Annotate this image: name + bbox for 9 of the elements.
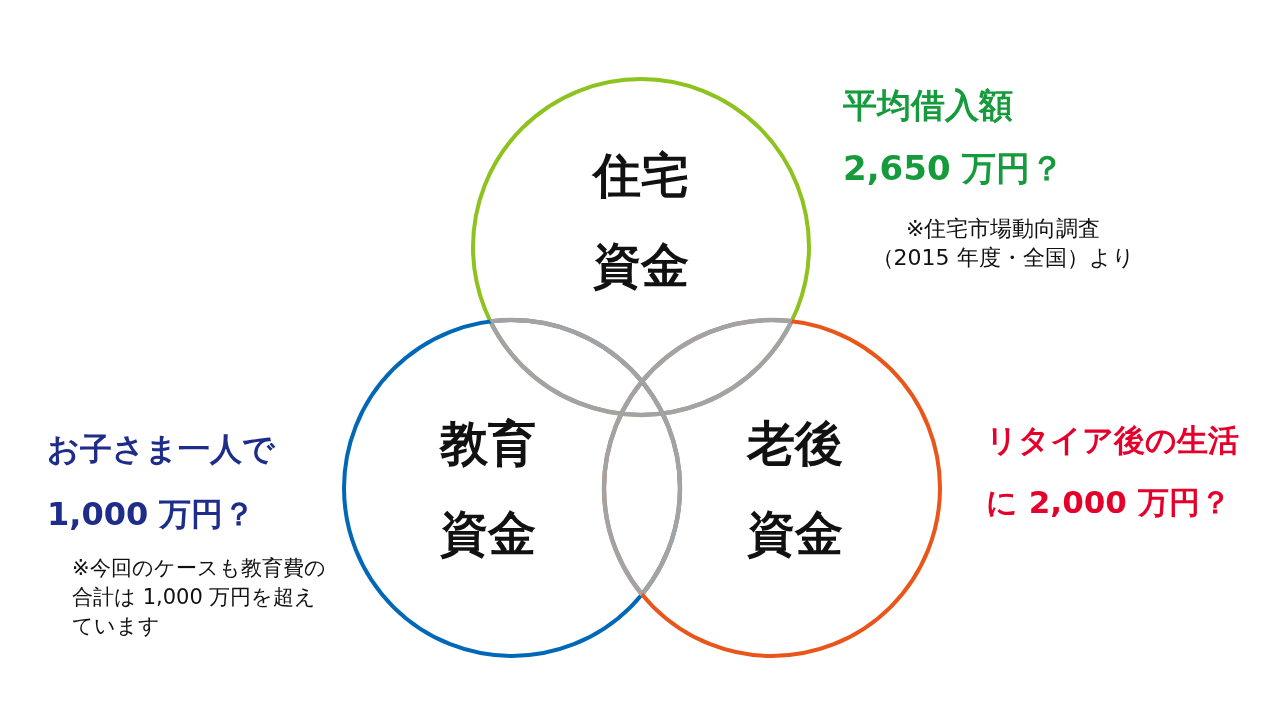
highlight-text: 平均借入額 [843, 84, 1014, 127]
highlight-text: リタイア後の生活に 2,000 万円？ [986, 421, 1240, 522]
circle-label: 住宅資金 [590, 146, 690, 295]
footnote-text: ※今回のケースも教育費の合計は 1,000 万円を超えています [72, 555, 327, 640]
footnote-text: ※住宅市場動向調査（2015 年度・全国）より [870, 215, 1136, 272]
circle-label: 教育資金 [438, 414, 537, 563]
circle-label: 老後資金 [745, 414, 844, 563]
highlight-text: 2,650 万円？ [843, 147, 1066, 190]
highlight-text: お子さま一人で1,000 万円？ [47, 429, 276, 535]
